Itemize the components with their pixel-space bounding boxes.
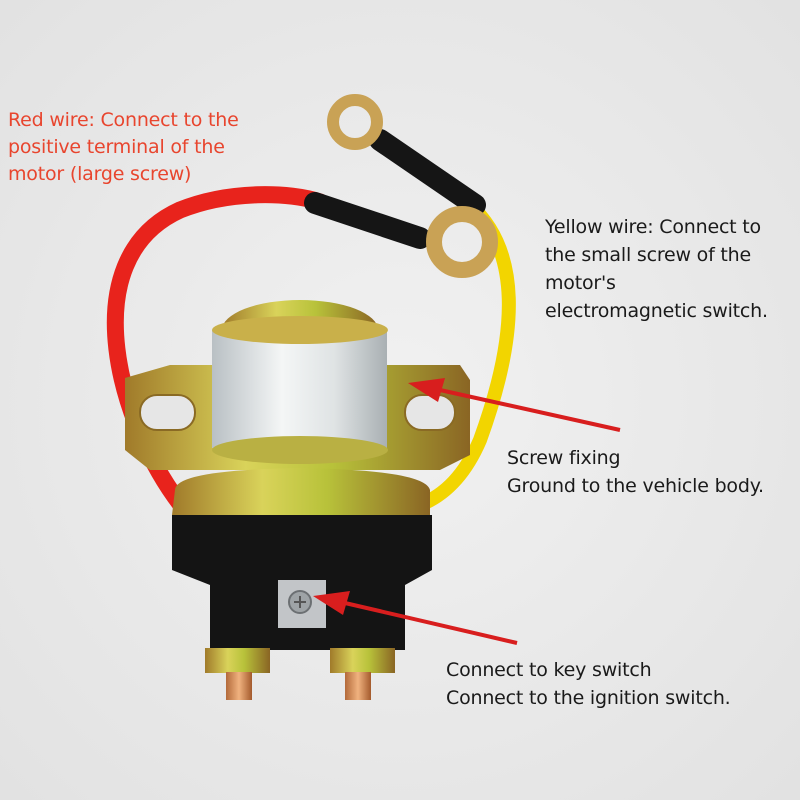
annotation-line: Connect to the ignition switch. [446, 687, 731, 709]
red-wire-sleeve [304, 192, 431, 249]
red-wire-annotation: Red wire: Connect to the positive termin… [8, 107, 239, 188]
annotation-line: electromagnetic switch. [545, 300, 768, 322]
solenoid-base [172, 468, 430, 515]
annotation-line: Red wire: Connect to the [8, 109, 239, 131]
annotation-line: the small screw of the [545, 244, 752, 266]
annotation-line: motor (large screw) [8, 163, 192, 185]
terminal-bolt-left [205, 648, 270, 700]
annotation-line: Yellow wire: Connect to [545, 216, 761, 238]
arrow-key-switch [313, 591, 518, 645]
annotation-line: Ground to the vehicle body. [507, 475, 764, 497]
annotation-line: positive terminal of the [8, 136, 225, 158]
screw-fixing-annotation: Screw fixing Ground to the vehicle body. [507, 444, 764, 500]
ring-terminal-small [327, 94, 383, 150]
solenoid-coil-housing [212, 330, 387, 448]
key-switch-annotation: Connect to key switch Connect to the ign… [446, 656, 731, 712]
annotation-line: Connect to key switch [446, 659, 652, 681]
arrow-screw-fixing [408, 378, 621, 432]
yellow-wire-annotation: Yellow wire: Connect to the small screw … [545, 213, 768, 325]
annotation-line: motor's [545, 272, 616, 294]
annotation-line: Screw fixing [507, 447, 621, 469]
yellow-wire-sleeve [369, 129, 486, 216]
terminal-bolt-right [330, 648, 395, 700]
ring-terminal-large [426, 206, 498, 278]
